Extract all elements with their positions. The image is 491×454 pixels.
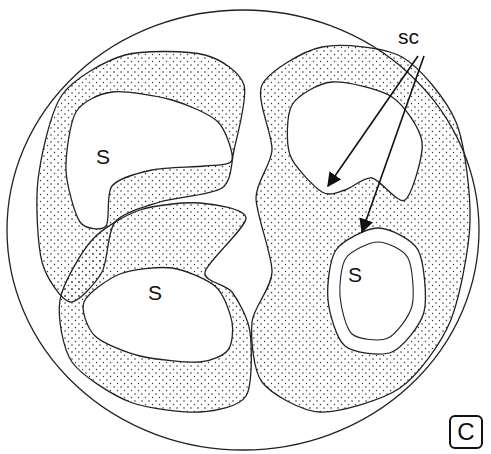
locule-label: S bbox=[96, 146, 110, 167]
locule-label: S bbox=[148, 282, 162, 303]
carpel-wall bbox=[59, 203, 251, 412]
leader-line bbox=[328, 56, 418, 186]
panel-letter: C bbox=[451, 420, 481, 444]
leader-line bbox=[362, 56, 424, 232]
carpel-wall bbox=[252, 46, 470, 412]
ovary-wall bbox=[7, 10, 479, 450]
ovule bbox=[340, 242, 413, 340]
locule-label: S bbox=[348, 264, 362, 285]
locule bbox=[328, 228, 426, 354]
panel-letter-box: C bbox=[449, 415, 483, 449]
structure-label: sc bbox=[398, 26, 419, 47]
